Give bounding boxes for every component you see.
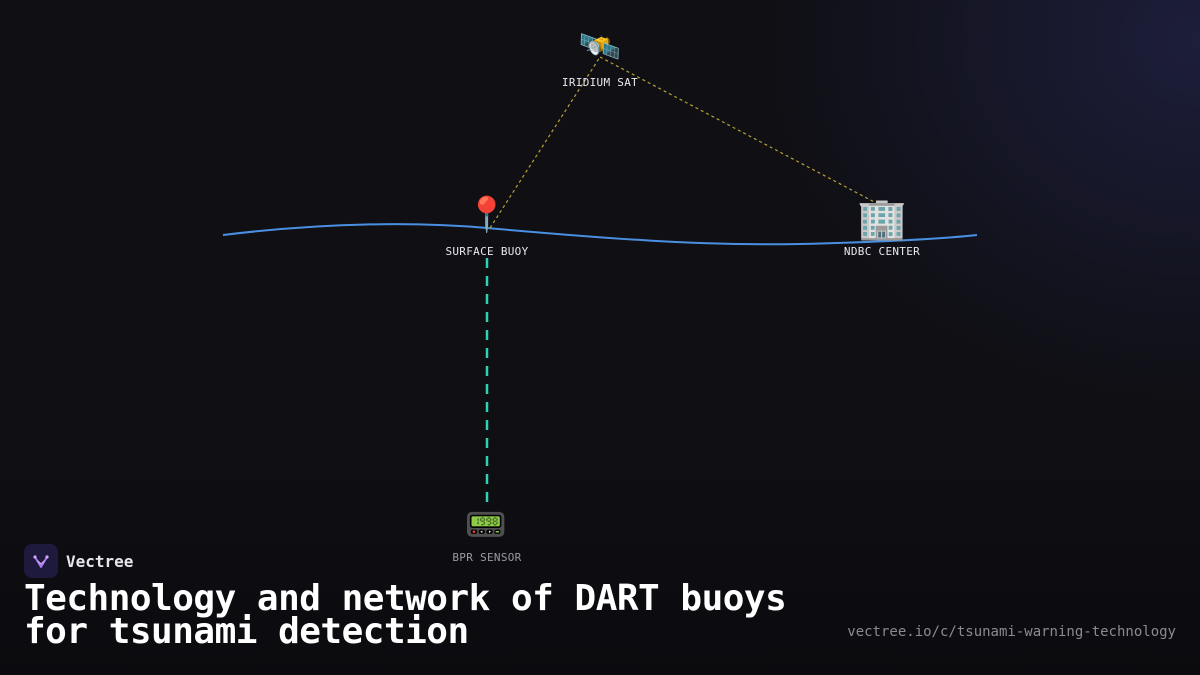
satellite-uplink <box>489 56 601 229</box>
source-url[interactable]: vectree.io/c/tsunami-warning-technology <box>847 624 1176 640</box>
buoy-label: SURFACE BUOY <box>445 245 528 258</box>
sensor-label: BPR SENSOR <box>452 551 521 564</box>
satellite-label: IRIDIUM SAT <box>562 76 638 89</box>
pin-icon: 📍 <box>466 195 508 235</box>
brand: Vectree <box>24 544 133 578</box>
sensor-node: 📟 BPR SENSOR <box>452 505 521 564</box>
center-label: NDBC CENTER <box>844 245 920 258</box>
satellite-node: 🛰️ IRIDIUM SAT <box>562 27 638 89</box>
center-node: 🏢 NDBC CENTER <box>844 196 920 258</box>
brand-name: Vectree <box>66 551 134 571</box>
page-title: Technology and network of DART buoys for… <box>24 578 787 652</box>
pager-icon: 📟 <box>465 505 507 545</box>
satellite-icon: 🛰️ <box>579 27 621 67</box>
satellite-downlink <box>599 56 881 206</box>
building-icon: 🏢 <box>857 196 907 242</box>
vectree-logo-icon <box>24 544 58 578</box>
ocean-surface-line <box>222 223 978 246</box>
buoy-node: 📍 SURFACE BUOY <box>445 195 528 258</box>
